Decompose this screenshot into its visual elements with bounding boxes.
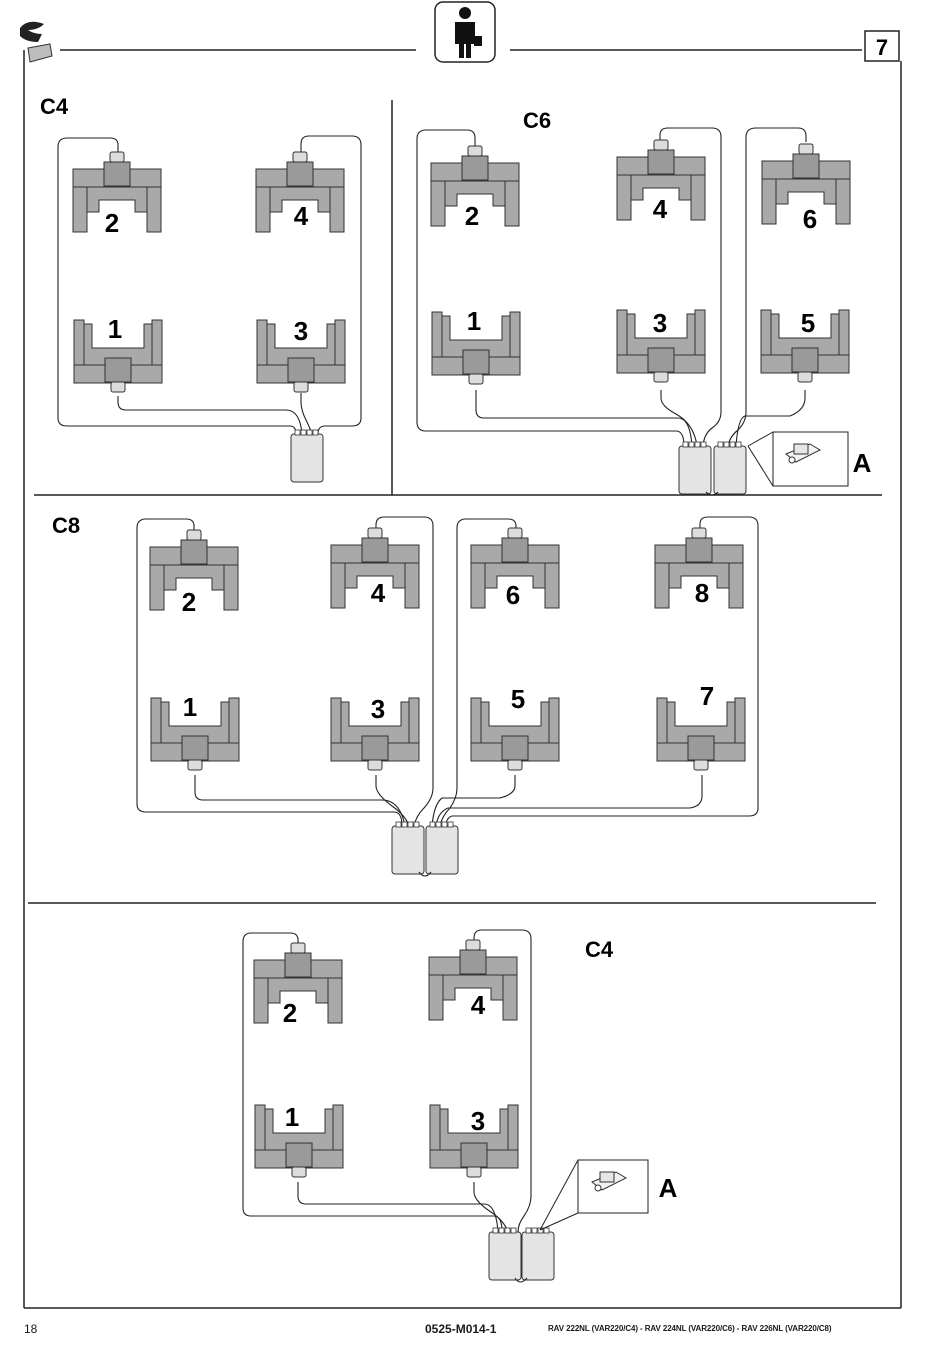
- page-frame: [24, 50, 901, 1308]
- lift-number: 6: [803, 204, 817, 234]
- lift-number: 2: [182, 587, 196, 617]
- lift-number: 7: [700, 681, 714, 711]
- lift-number: 1: [183, 692, 197, 722]
- lift-number: 4: [653, 194, 668, 224]
- lift-number: 3: [294, 316, 308, 346]
- lift-number: 3: [471, 1106, 485, 1136]
- brand-logo-icon: [20, 22, 52, 62]
- lift-number: 2: [465, 201, 479, 231]
- lift-number: 4: [294, 201, 309, 231]
- lift-2: [254, 943, 342, 1023]
- operator-figure-icon: [435, 2, 495, 62]
- lift-number: 2: [105, 208, 119, 238]
- lift-number: 2: [283, 998, 297, 1028]
- document-code: 0525-M014-1: [425, 1322, 496, 1336]
- section-number: 7: [876, 35, 888, 60]
- control-unit: [392, 822, 424, 874]
- control-unit: [522, 1228, 554, 1280]
- detail-a: [748, 432, 848, 486]
- lift-number: 3: [653, 308, 667, 338]
- detail-label: A: [853, 448, 872, 478]
- lift-number: 4: [371, 578, 386, 608]
- model-list: RAV 222NL (VAR220/C4) - RAV 224NL (VAR22…: [548, 1324, 831, 1333]
- page-header: 7: [20, 2, 899, 62]
- lift-number: 5: [801, 308, 815, 338]
- lift-number: 5: [511, 684, 525, 714]
- control-unit: [489, 1228, 521, 1280]
- lift-number: 1: [108, 314, 122, 344]
- config-label: C4: [40, 94, 69, 119]
- config-label: C4: [585, 937, 614, 962]
- lift-number: 6: [506, 580, 520, 610]
- lift-number: 3: [371, 694, 385, 724]
- control-unit: [291, 430, 323, 482]
- config-label: C8: [52, 513, 80, 538]
- lift-number: 8: [695, 578, 709, 608]
- control-unit: [679, 442, 711, 494]
- detail-a: [540, 1160, 648, 1230]
- lift-number: 1: [285, 1102, 299, 1132]
- control-unit: [714, 442, 746, 494]
- panel-c4-top: C4 2 4 1 3: [40, 94, 361, 482]
- control-unit: [426, 822, 458, 874]
- panel-c6: C6 2 4 6 1 3 5 A: [417, 108, 872, 495]
- page-number: 18: [24, 1322, 37, 1336]
- lift-number: 4: [471, 990, 486, 1020]
- config-label: C6: [523, 108, 551, 133]
- panel-c8: C8 2 4 6 8 1 3 5 7: [52, 513, 758, 876]
- detail-label: A: [659, 1173, 678, 1203]
- lift-number: 1: [467, 306, 481, 336]
- panel-c4-bottom: C4 2 4 1 3 A: [243, 930, 678, 1282]
